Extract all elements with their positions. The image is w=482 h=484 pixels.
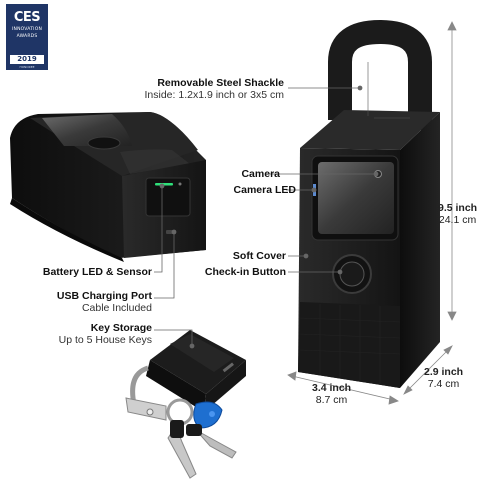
callout-shackle: Removable Steel Shackle Inside: 1.2x1.9 … xyxy=(145,77,285,101)
callout-camera: Camera xyxy=(241,168,280,180)
dimension-lines xyxy=(287,21,457,405)
callout-lines xyxy=(154,62,410,349)
width-cm: 8.7 cm xyxy=(315,394,348,406)
height-inch: 9.5 inch xyxy=(438,202,478,214)
badge-year: 2019 xyxy=(10,55,44,64)
camera-title: Camera xyxy=(241,168,280,180)
height-dimension: 9.5 inch 24.1 cm xyxy=(438,202,477,226)
depth-inch: 2.9 inch xyxy=(424,366,464,378)
battery-title: Battery LED & Sensor xyxy=(42,266,152,278)
key-storage-box xyxy=(125,330,246,421)
callout-key-storage: Key Storage Up to 5 House Keys xyxy=(59,322,152,346)
battery-led xyxy=(155,183,173,186)
depth-dimension: 2.9 inch 7.4 cm xyxy=(424,366,463,390)
lying-checkin-button xyxy=(87,136,121,150)
camera-led-title: Camera LED xyxy=(233,184,296,196)
width-dimension: 3.4 inch 8.7 cm xyxy=(312,382,351,406)
ces-award-badge: CES INNOVATION AWARDS 2019 HONOREE xyxy=(6,4,48,70)
soft-cover-title: Soft Cover xyxy=(232,250,286,262)
callout-checkin: Check-in Button xyxy=(205,266,286,278)
lying-device xyxy=(10,112,206,262)
steel-shackle xyxy=(328,19,432,130)
key-storage-detail: Up to 5 House Keys xyxy=(58,334,152,346)
height-cm: 24.1 cm xyxy=(438,214,477,226)
usb-title: USB Charging Port xyxy=(56,290,152,302)
house-keys xyxy=(166,398,237,479)
badge-tag: HONOREE xyxy=(19,65,35,69)
badge-line1: INNOVATION xyxy=(11,27,43,32)
shackle-detail: Inside: 1.2x1.9 inch or 3x5 cm xyxy=(144,89,285,101)
checkin-title: Check-in Button xyxy=(204,266,286,278)
key-storage-title: Key Storage xyxy=(90,322,152,334)
callout-battery: Battery LED & Sensor xyxy=(43,266,152,278)
callout-soft-cover: Soft Cover xyxy=(233,250,286,262)
width-inch: 3.4 inch xyxy=(312,382,352,394)
callout-usb: USB Charging Port Cable Included xyxy=(57,290,152,314)
depth-cm: 7.4 cm xyxy=(427,378,460,390)
badge-brand: CES xyxy=(13,10,41,25)
badge-line2: AWARDS xyxy=(16,34,38,39)
usb-detail: Cable Included xyxy=(81,302,152,314)
callout-camera-led: Camera LED xyxy=(234,184,296,196)
shackle-title: Removable Steel Shackle xyxy=(157,77,284,89)
key-loop xyxy=(130,365,149,405)
standing-device xyxy=(298,19,440,388)
camera-window xyxy=(318,162,394,234)
